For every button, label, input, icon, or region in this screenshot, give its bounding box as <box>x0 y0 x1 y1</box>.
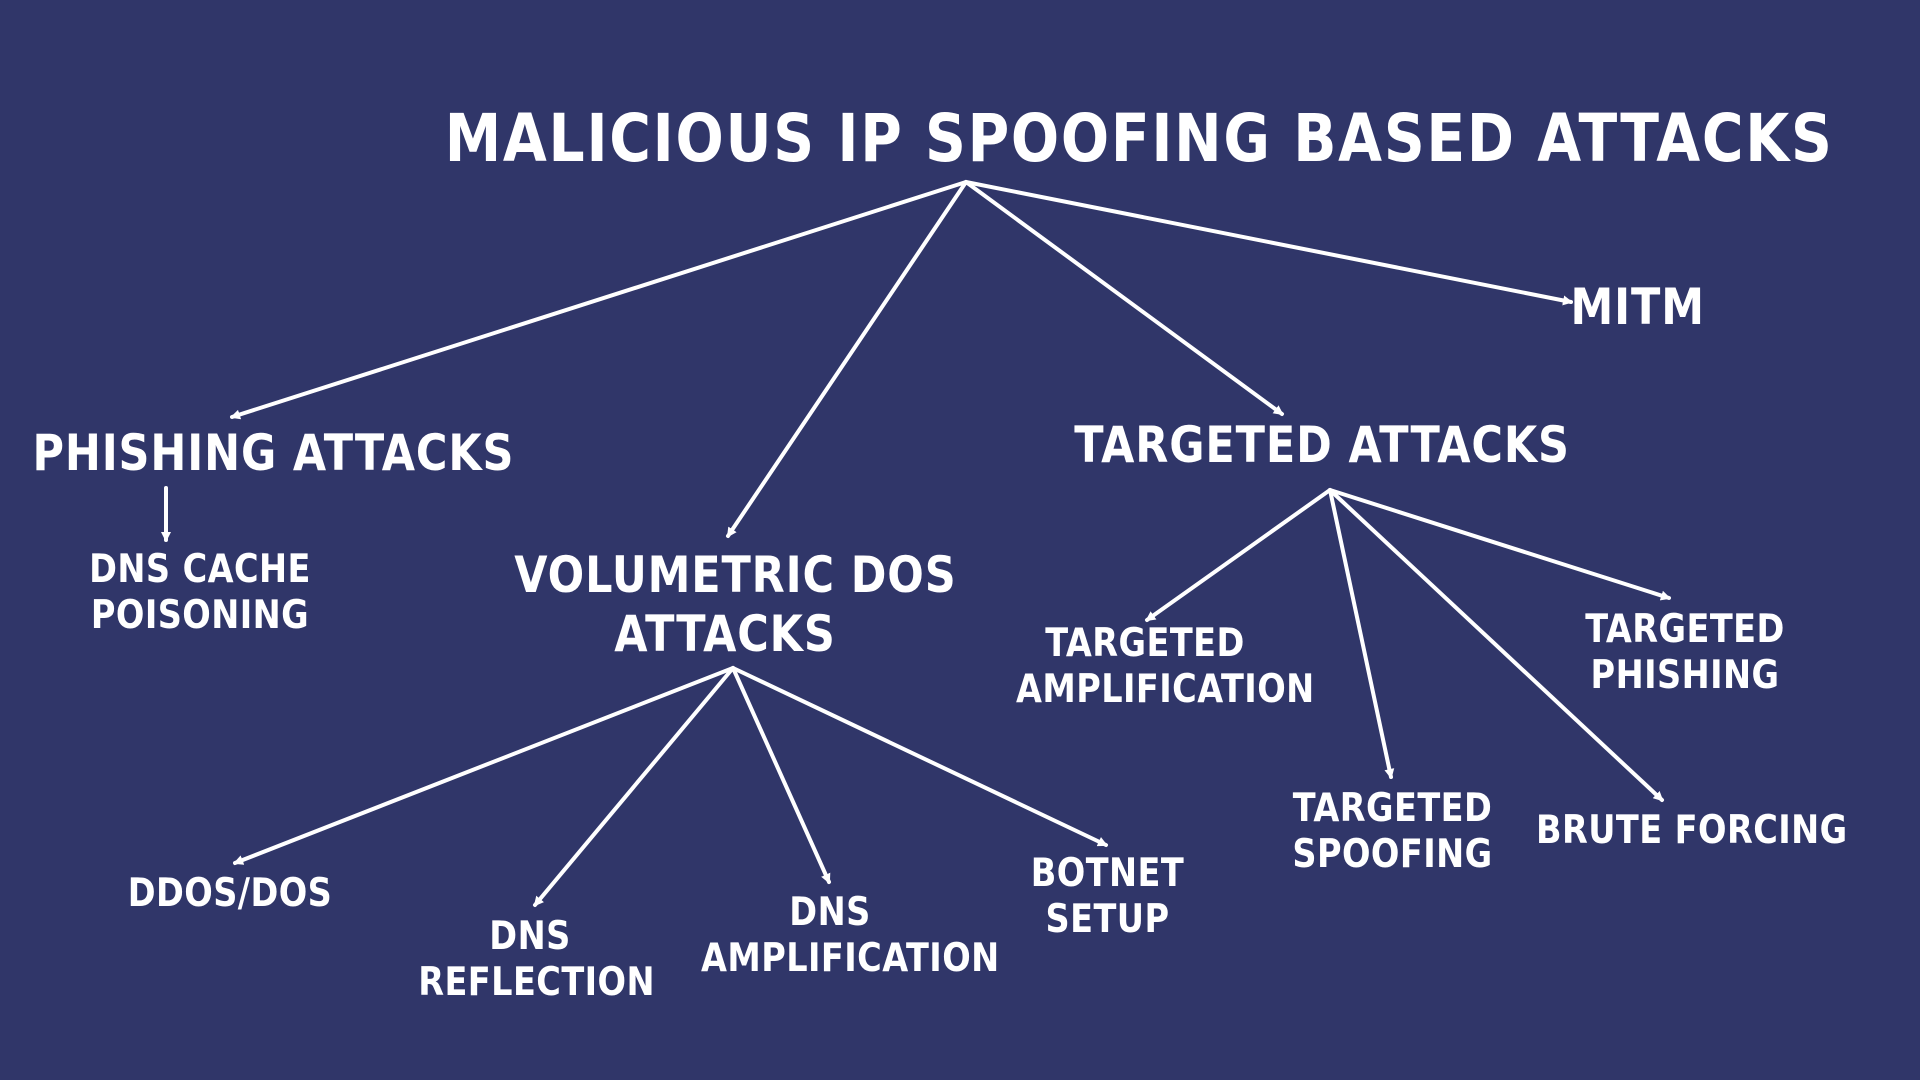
node-targeted-spoofing-line-2: SPOOFING <box>1292 832 1493 878</box>
edge-title-to-volumetric <box>726 180 968 538</box>
node-ddos-dos: DDOS/DOS <box>127 871 333 917</box>
node-targeted-amplification-line-1: TARGETED <box>1045 621 1245 666</box>
edge-targeted-to-targeted-phishing <box>1328 488 1671 601</box>
node-dns-cache-poisoning: DNS CACHE POISONING <box>80 547 321 639</box>
node-volumetric-line-1: VOLUMETRIC DOS <box>514 546 957 604</box>
edge-targeted-to-targeted-amplification <box>1145 488 1332 622</box>
node-dns-amplification: DNS AMPLIFICATION <box>701 890 1000 982</box>
diagram-title: MALICIOUS IP SPOOFING BASED ATTACKS <box>444 100 1834 178</box>
edge-volumetric-to-ddos <box>233 666 735 865</box>
node-dns-reflection-line-2: REFLECTION <box>418 960 655 1006</box>
node-botnet-setup-line-1: BOTNET <box>1030 851 1185 896</box>
node-brute-forcing-line-1: BRUTE FORCING <box>1536 808 1848 853</box>
edge-targeted-to-brute-forcing <box>1328 488 1664 802</box>
node-mitm-label: MITM <box>1570 278 1705 336</box>
edge-title-to-targeted <box>964 180 1284 416</box>
edge-targeted-to-targeted-spoofing <box>1328 488 1395 779</box>
node-dns-amplification-line-1: DNS <box>789 890 871 935</box>
edge-title-to-mitm <box>964 180 1573 306</box>
node-targeted-spoofing-line-1: TARGETED <box>1292 786 1493 831</box>
node-dns-reflection-line-1: DNS <box>489 914 571 959</box>
node-targeted-amplification: TARGETED AMPLIFICATION <box>1016 621 1315 713</box>
edge-volumetric-to-dns-reflection <box>533 666 735 907</box>
node-targeted-phishing-line-2: PHISHING <box>1590 653 1780 699</box>
node-phishing-attacks-label: PHISHING ATTACKS <box>32 424 515 482</box>
edge-title-to-phishing <box>230 180 968 420</box>
diagram-title-text: MALICIOUS IP SPOOFING BASED ATTACKS <box>444 100 1834 177</box>
node-botnet-setup: BOTNET SETUP <box>1015 851 1200 943</box>
node-targeted-attacks-label: TARGETED ATTACKS <box>1074 416 1570 474</box>
node-mitm: MITM <box>1570 278 1705 337</box>
node-dns-amplification-line-2: AMPLIFICATION <box>701 936 1000 982</box>
node-targeted-attacks: TARGETED ATTACKS <box>1074 416 1570 475</box>
node-targeted-spoofing: TARGETED SPOOFING <box>1287 786 1498 878</box>
node-dns-reflection: DNS REFLECTION <box>418 914 655 1006</box>
node-targeted-amplification-line-2: AMPLIFICATION <box>1016 667 1315 713</box>
node-targeted-phishing: TARGETED PHISHING <box>1578 607 1793 699</box>
node-dns-cache-poisoning-line-2: POISONING <box>90 593 310 639</box>
node-ddos-dos-line-1: DDOS/DOS <box>127 871 333 916</box>
node-volumetric-dos-attacks: VOLUMETRIC DOS ATTACKS <box>514 546 957 664</box>
node-volumetric-line-2: ATTACKS <box>614 605 836 663</box>
node-botnet-setup-line-2: SETUP <box>1045 897 1170 943</box>
node-dns-cache-poisoning-line-1: DNS CACHE <box>89 547 311 592</box>
node-brute-forcing: BRUTE FORCING <box>1536 808 1848 854</box>
node-phishing-attacks: PHISHING ATTACKS <box>32 424 515 483</box>
node-targeted-phishing-line-1: TARGETED <box>1585 607 1785 652</box>
edge-volumetric-to-botnet-setup <box>731 666 1108 847</box>
edge-volumetric-to-dns-amplification <box>731 666 831 884</box>
